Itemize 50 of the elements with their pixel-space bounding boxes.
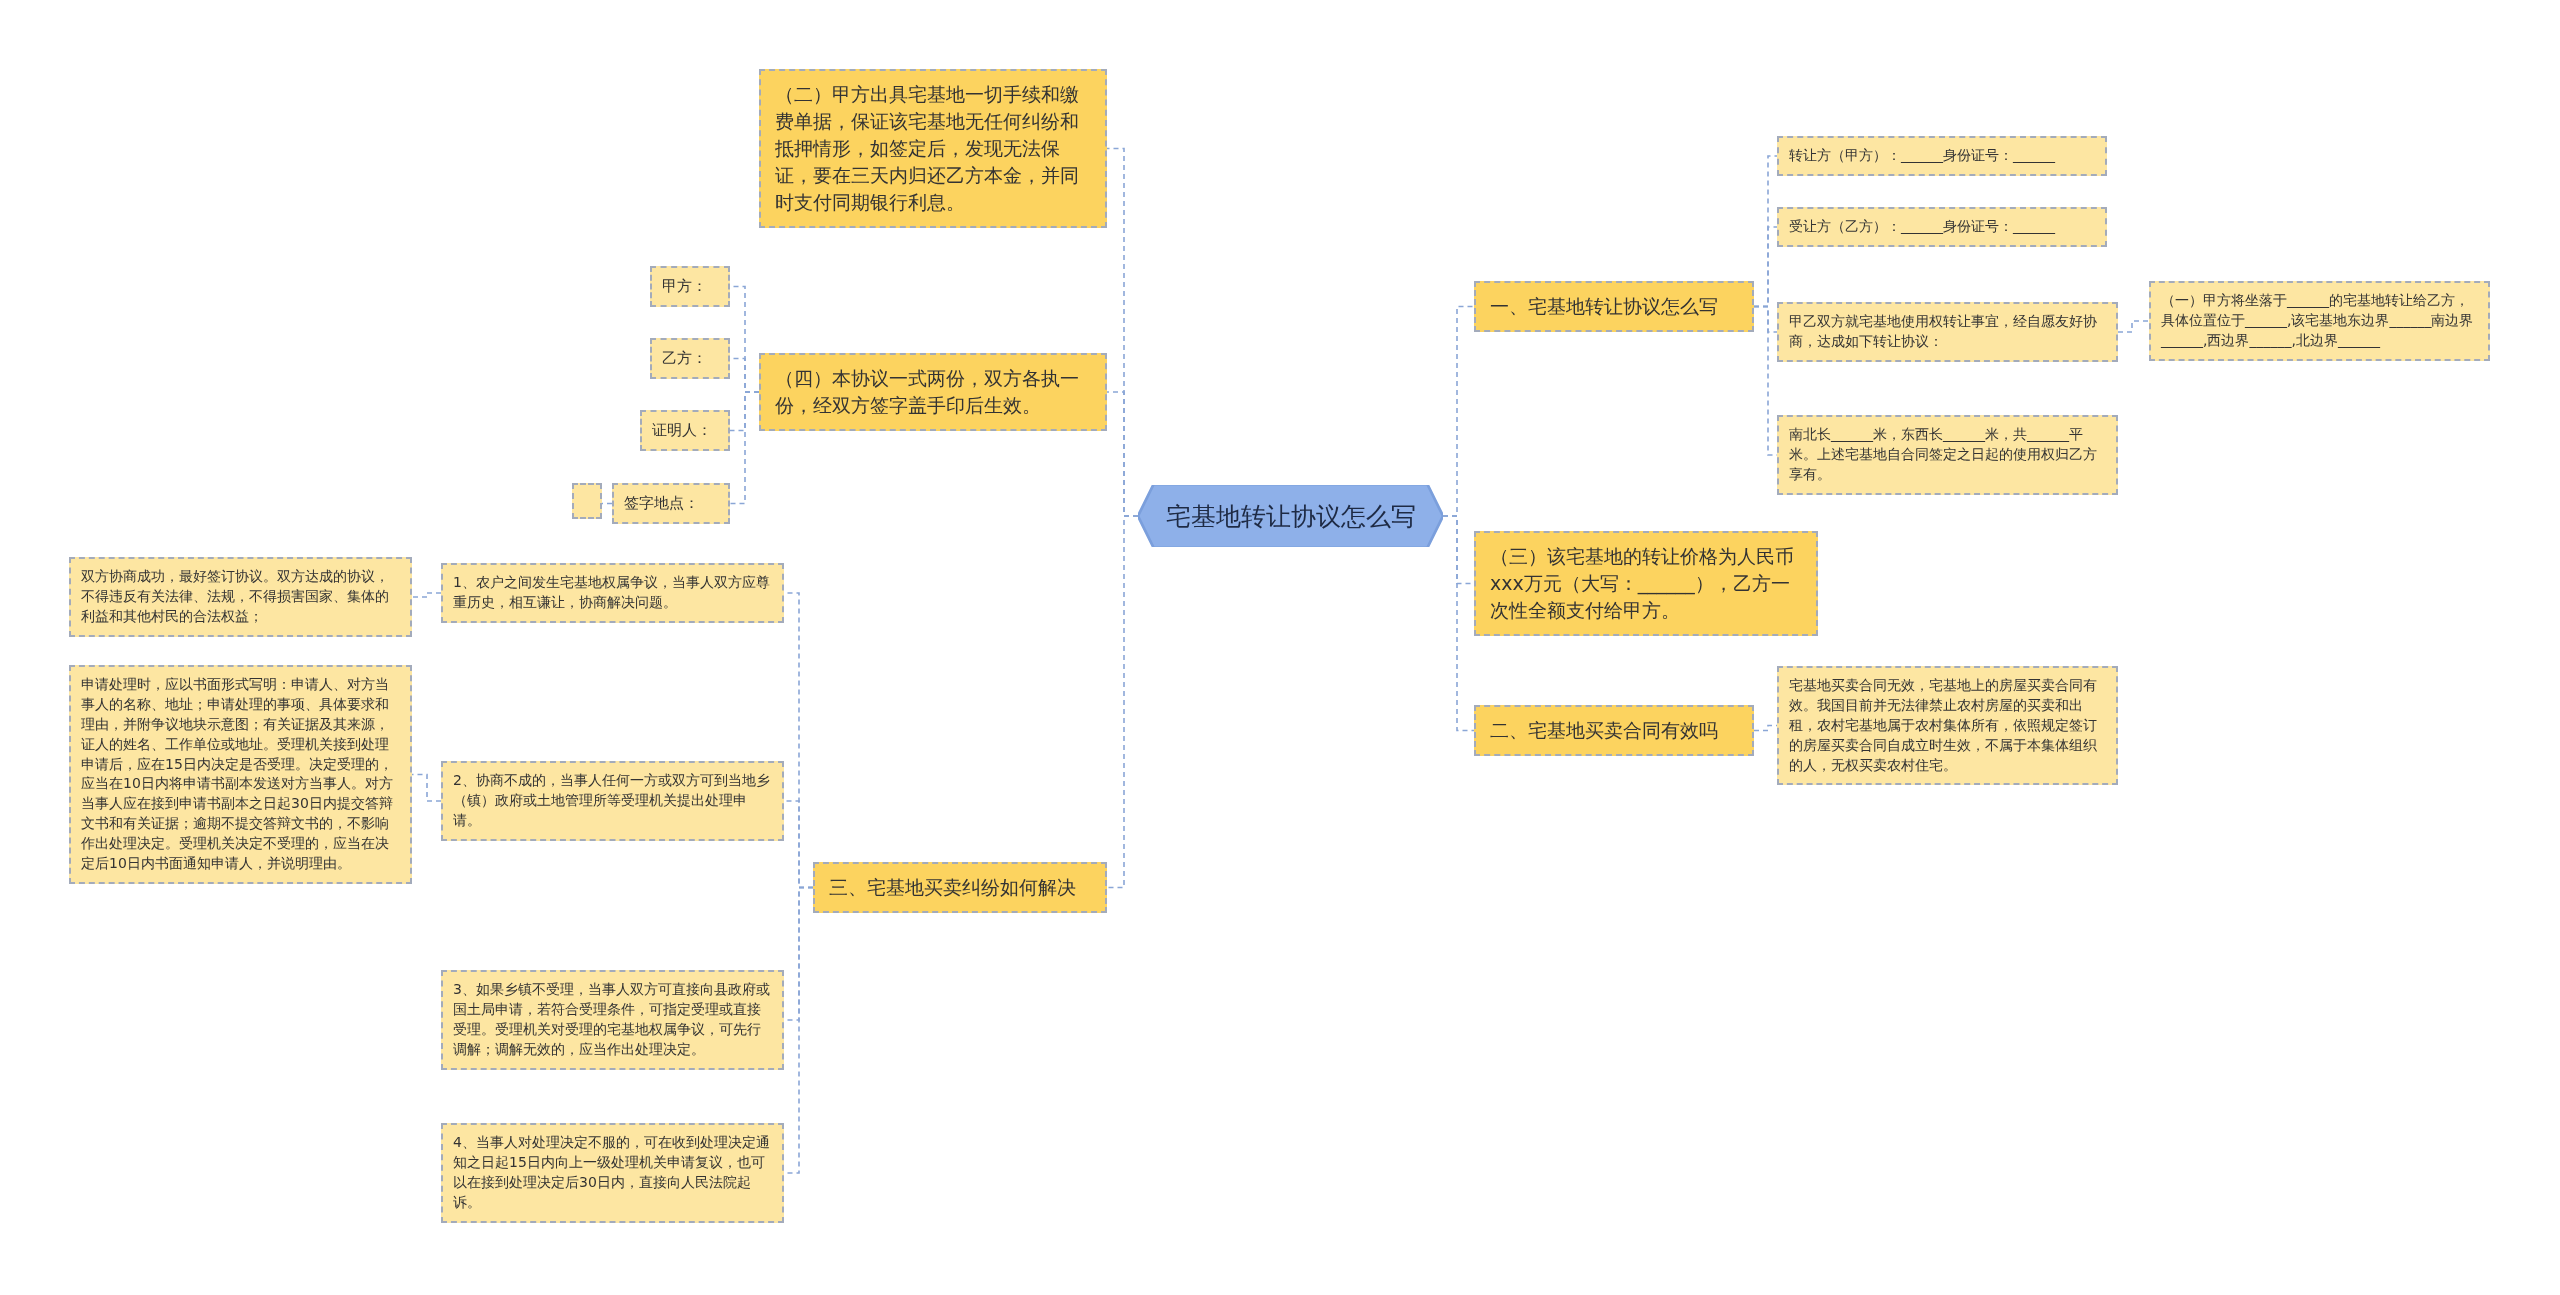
note-text: 证明人：	[652, 420, 713, 441]
note-text: 甲乙双方就宅基地使用权转让事宜，经自愿友好协商，达成如下转让协议：	[1789, 312, 2098, 351]
note-box	[612, 483, 730, 525]
note-box	[650, 338, 730, 380]
note-text: 转让方（甲方）：______身份证号：______	[1789, 146, 2056, 165]
note-text: 宅基地买卖合同无效，宅基地上的房屋买卖合同有效。我国目前并无法律禁止农村房屋的买卖和出租，农村宅基地属于农村集体所有，依照规定签订的房屋买卖合同自成立时生效，不属于本集体组织的人，无权买卖农村住宅。	[1789, 676, 2098, 775]
note-box	[1777, 666, 2118, 786]
topic-text: （四）本协议一式两份，双方各执一份，经双方签字盖手印后生效。	[775, 366, 1080, 418]
topic-text: 一、宅基地转让协议怎么写	[1490, 294, 1719, 319]
topic-box	[759, 353, 1107, 431]
topic-box	[759, 69, 1107, 228]
note-text: 3、如果乡镇不受理，当事人双方可直接向县政府或国土局申请，若符合受理条件，可指定受理或直接受理。受理机关对受理的宅基地权属争议，可先行调解；调解无效的，应当作出处理决定。	[453, 980, 771, 1059]
note-text: （一）甲方将坐落于______的宅基地转让给乙方，具体位置位于______,该宅基地东边界______南边界______,西边界______,北边界______	[2161, 291, 2475, 350]
topic-text: （二）甲方出具宅基地一切手续和缴费单据，保证该宅基地无任何纠纷和抵押情形，如签定后，发现无法保证，要在三天内归还乙方本金，并同时支付同期银行利息。	[775, 82, 1080, 215]
connector-line	[411, 592, 442, 598]
note-box	[1777, 207, 2107, 247]
topic-box	[1474, 531, 1818, 636]
note-box	[1777, 136, 2107, 176]
note-box	[441, 1123, 784, 1223]
note-box	[441, 761, 784, 841]
connector-line	[1442, 515, 1475, 732]
note-text: 签字地点：	[624, 493, 700, 514]
note-text: 申请处理时，应以书面形式写明：申请人、对方当事人的名称、地址；申请处理的事项、具体要求和理由，并附争议地块示意图；有关证据及其来源，证人的姓名、工作单位或地址。受理机关接到处理申请后，应在15日内决定是否受理。决定受理的，应当在10日内将申请书副本发送对方当事人。对方当事人应在接到申请书副本之日起30日内提交答辩文书和有关证据；逾期不提交答辩文书的，不影响作出处理决定。受理机关决定不受理的，应当在决定后10日内书面通知申请人，并说明理由。	[81, 675, 394, 873]
note-text: 甲方：	[662, 276, 708, 297]
empty-box	[572, 483, 602, 519]
note-text: 双方协商成功，最好签订协议。双方达成的协议，不得违反有关法律、法规，不得损害国家、集体的利益和其他村民的合法权益；	[81, 567, 390, 626]
note-box	[2149, 281, 2490, 361]
connector-line	[2117, 320, 2150, 333]
topic-text: （三）该宅基地的转让价格为人民币xxx万元（大写：______），乙方一次性全额支付给甲方。	[1490, 544, 1795, 623]
note-box	[1777, 415, 2118, 495]
topic-text: 三、宅基地买卖纠纷如何解决	[829, 875, 1077, 900]
topic-box	[1474, 281, 1754, 332]
note-box	[69, 557, 412, 637]
title-text: 宅基地转让协议怎么写	[1165, 500, 1416, 533]
note-box	[441, 563, 784, 623]
note-text: 乙方：	[662, 348, 708, 369]
note-text: 4、当事人对处理决定不服的，可在收到处理决定通知之日起15日内向上一级处理机关申请复议，也可以在接到处理决定后30日内，直接向人民法院起诉。	[453, 1133, 771, 1212]
note-box	[69, 665, 412, 884]
note-box	[640, 410, 730, 452]
connector-line	[729, 391, 760, 505]
note-text: 1、农户之间发生宅基地权属争议，当事人双方应尊重历史，相互谦让，协商解决问题。	[453, 573, 771, 612]
note-box	[650, 266, 730, 308]
topic-text: 二、宅基地买卖合同有效吗	[1490, 718, 1719, 743]
note-text: 2、协商不成的，当事人任何一方或双方可到当地乡（镇）政府或土地管理所等受理机关提出处理申请。	[453, 771, 771, 830]
topic-box	[1474, 705, 1754, 756]
note-text: 受让方（乙方）：______身份证号：______	[1789, 217, 2056, 236]
note-box	[441, 970, 784, 1070]
note-text: 南北长______米，东西长______米，共______平米。上述宅基地自合同签定之日起的使用权归乙方享有。	[1789, 425, 2098, 484]
note-box	[1777, 302, 2118, 362]
topic-box	[813, 862, 1107, 913]
